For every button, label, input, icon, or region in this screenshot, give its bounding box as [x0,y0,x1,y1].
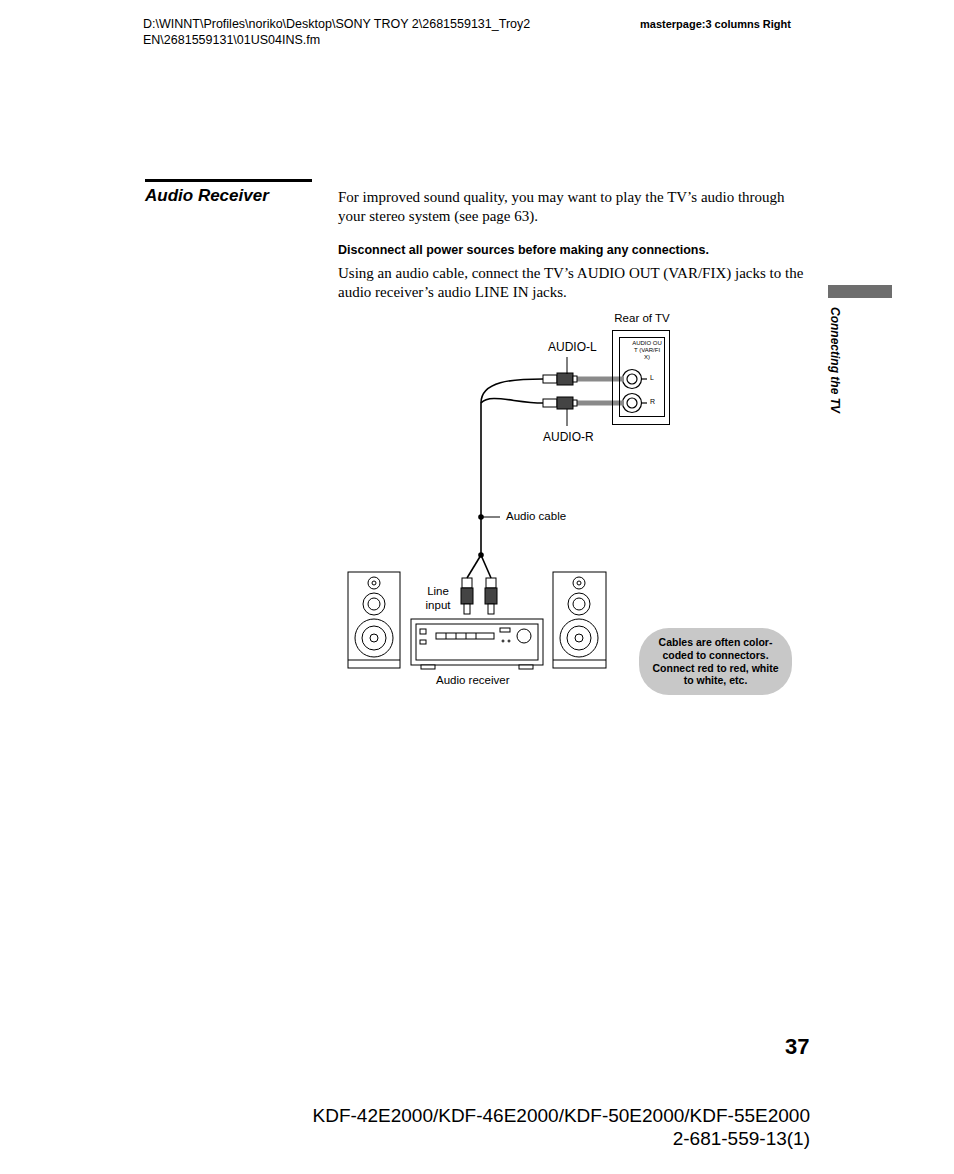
receiver-unit [466,633,467,639]
audio-out-panel: AUDIO OUT (VAR/FIX) L R [619,337,665,417]
speaker-left [363,593,385,615]
instruction-text: Using an audio cable, connect the TV’s A… [338,264,808,302]
audio-cable [481,399,543,403]
rca-plugs [485,588,497,604]
side-tab-text: Connecting the TV [828,307,842,413]
signal-name: AUDIO-R [543,430,594,444]
receiver-unit [420,640,426,644]
leader-lines [567,357,568,374]
cable-leads [576,379,624,403]
audio-cable [481,379,543,403]
leader-lines [567,409,568,426]
speaker-right [573,577,585,589]
audio-cable [480,403,482,555]
part-name: Line input [420,584,456,613]
jack-label: R [650,398,655,405]
speaker-right [567,626,591,650]
tv-rear-panel: Rear of TVAUDIO OUT (VAR/FIX)LR [612,330,670,425]
speaker-left [372,581,376,585]
speaker-left [370,634,378,642]
signal-name: AUDIO-L [548,340,597,354]
warning-text: Disconnect all power sources before maki… [338,243,709,258]
receiver-unit [416,624,538,660]
speaker-right [568,593,590,615]
audio-cable [481,517,500,518]
speaker-right [577,581,581,585]
tv-jacks [642,402,647,403]
rca-plugs [573,400,577,406]
rca-plugs [573,376,577,382]
speaker-right [575,634,583,642]
speaker-right [560,619,598,657]
cable-leads [576,401,624,406]
receiver-unit [446,633,447,639]
audio-cable [479,553,483,557]
section-title: Audio Receiver [145,186,269,206]
speaker-right [553,572,606,668]
receiver-unit [421,665,435,669]
speaker-left [348,572,400,668]
side-tab [828,285,892,298]
tv-jacks [623,394,642,413]
master-page: masterpage:3 columns Right [640,18,791,31]
audio-cable [467,555,481,578]
receiver-unit [411,619,543,669]
audio-cable [467,379,543,578]
speaker-left [368,598,380,610]
section-rule [145,179,312,182]
page-number: 37 [785,1034,809,1060]
model-numbers: KDF-42E2000/KDF-46E2000/KDF-50E2000/KDF-… [313,1105,810,1128]
node-text: Rear of TV [593,312,691,324]
tv-jacks [623,370,642,389]
speaker-left [348,660,400,661]
rca-plugs [462,578,472,588]
rca-plugs [557,373,573,385]
speaker-left [348,572,400,668]
rca-plugs [461,588,473,604]
note-callout: Cables are often color-coded to connecto… [639,628,792,695]
rca-plugs [543,399,557,407]
rca-plugs [543,375,557,383]
part-number: 2-681-559-13(1) [673,1128,810,1151]
leader-lines [567,357,568,426]
receiver-unit [502,640,504,642]
file-path: D:\WINNT\Profiles\noriko\Desktop\SONY TR… [143,17,593,48]
rca-plugs [557,397,573,409]
speaker-left [368,577,380,589]
receiver-unit [436,633,494,639]
intro-text: For improved sound quality, you may want… [338,188,808,226]
receiver-unit [476,633,477,639]
part-name: Audio cable [506,510,566,524]
receiver-unit [411,619,543,665]
side-tab [828,285,892,298]
rca-plugs [486,578,496,588]
receiver-unit [519,665,533,669]
tv-jacks [627,398,637,408]
speaker-left [362,626,386,650]
rca-plugs [488,604,494,614]
receiver-unit [500,628,510,632]
part-name: Audio receiver [436,674,510,688]
speaker-left [355,619,393,657]
tv-jacks [627,374,637,384]
speaker-right [573,598,585,610]
jack-label: L [650,374,654,381]
speaker-right [553,572,606,668]
rca-plugs [464,604,470,614]
tv-jacks [623,370,648,413]
node-text: Cables are often color-coded to connecto… [651,636,780,686]
node-text: AUDIO OUT (VAR/FIX) [632,340,662,361]
receiver-unit [420,629,426,634]
speaker-right [553,660,606,661]
receiver-unit [456,633,457,639]
receiver-unit [508,640,510,642]
audio-cable [481,555,491,578]
cable-leads [576,377,624,382]
tv-jacks [642,378,647,379]
section-rule [145,179,312,182]
receiver-unit [517,629,531,643]
